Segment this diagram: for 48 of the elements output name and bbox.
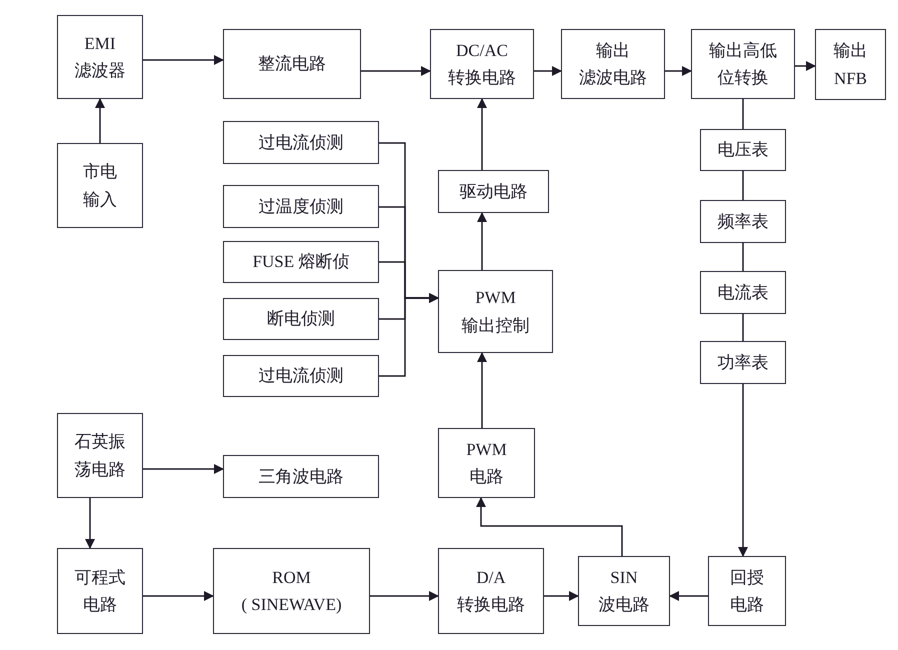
meter-box: 功率表: [700, 341, 786, 384]
detector-box: FUSE 熔断侦: [223, 241, 379, 283]
arrow: [95, 98, 105, 143]
block-box: 石英振荡电路: [57, 413, 143, 498]
block-box: DC/AC 转换电路: [430, 29, 534, 99]
arrow: [476, 497, 623, 556]
arrow: [143, 464, 224, 474]
arrow: [544, 591, 579, 601]
meter-box: 电流表: [700, 271, 786, 314]
arrow: [669, 591, 708, 601]
detector-box: 断电侦测: [223, 298, 379, 340]
block-box: ROM ( SINEWAVE): [213, 548, 370, 634]
arrow: [370, 591, 439, 601]
detector-box: 过电流侦测: [223, 121, 379, 164]
block-box: 三角波电路: [223, 455, 379, 498]
block-box: PWM 电路: [438, 428, 535, 498]
connector-line: [742, 99, 744, 129]
block-box: 输出滤波电路: [561, 29, 665, 99]
arrow: [665, 66, 692, 76]
arrow: [85, 498, 95, 549]
block-box: D/A 转换电路: [438, 548, 544, 634]
block-box: 输出高低位转换: [691, 29, 795, 99]
block-box: 市电输入: [57, 143, 143, 228]
detector-box: 过电流侦测: [223, 355, 379, 397]
block-box: PWM 输出控制: [438, 270, 553, 353]
block-box: 输出 NFB: [815, 29, 886, 100]
block-box: SIN 波电路: [578, 556, 670, 626]
arrow: [534, 66, 562, 76]
block-box: 可程式电路: [57, 548, 143, 634]
block-box: 整流电路: [223, 29, 361, 99]
meter-box: 电压表: [700, 129, 786, 171]
arrow: [477, 212, 487, 270]
detector-box: 过温度侦测: [223, 185, 379, 228]
connector-line: [742, 314, 744, 341]
block-box: 回授电路: [708, 556, 786, 626]
arrow: [143, 591, 214, 601]
block-box: 驱动电路: [438, 170, 549, 213]
connector-line: [742, 171, 744, 200]
block-box: EMI 滤波器: [57, 15, 143, 99]
meter-box: 频率表: [700, 200, 786, 243]
arrow: [379, 293, 439, 377]
arrow: [477, 352, 487, 428]
arrow: [477, 98, 487, 170]
arrow: [795, 61, 816, 71]
connector-line: [742, 243, 744, 271]
arrow: [361, 66, 431, 76]
arrow: [143, 55, 224, 65]
arrow: [738, 384, 748, 557]
